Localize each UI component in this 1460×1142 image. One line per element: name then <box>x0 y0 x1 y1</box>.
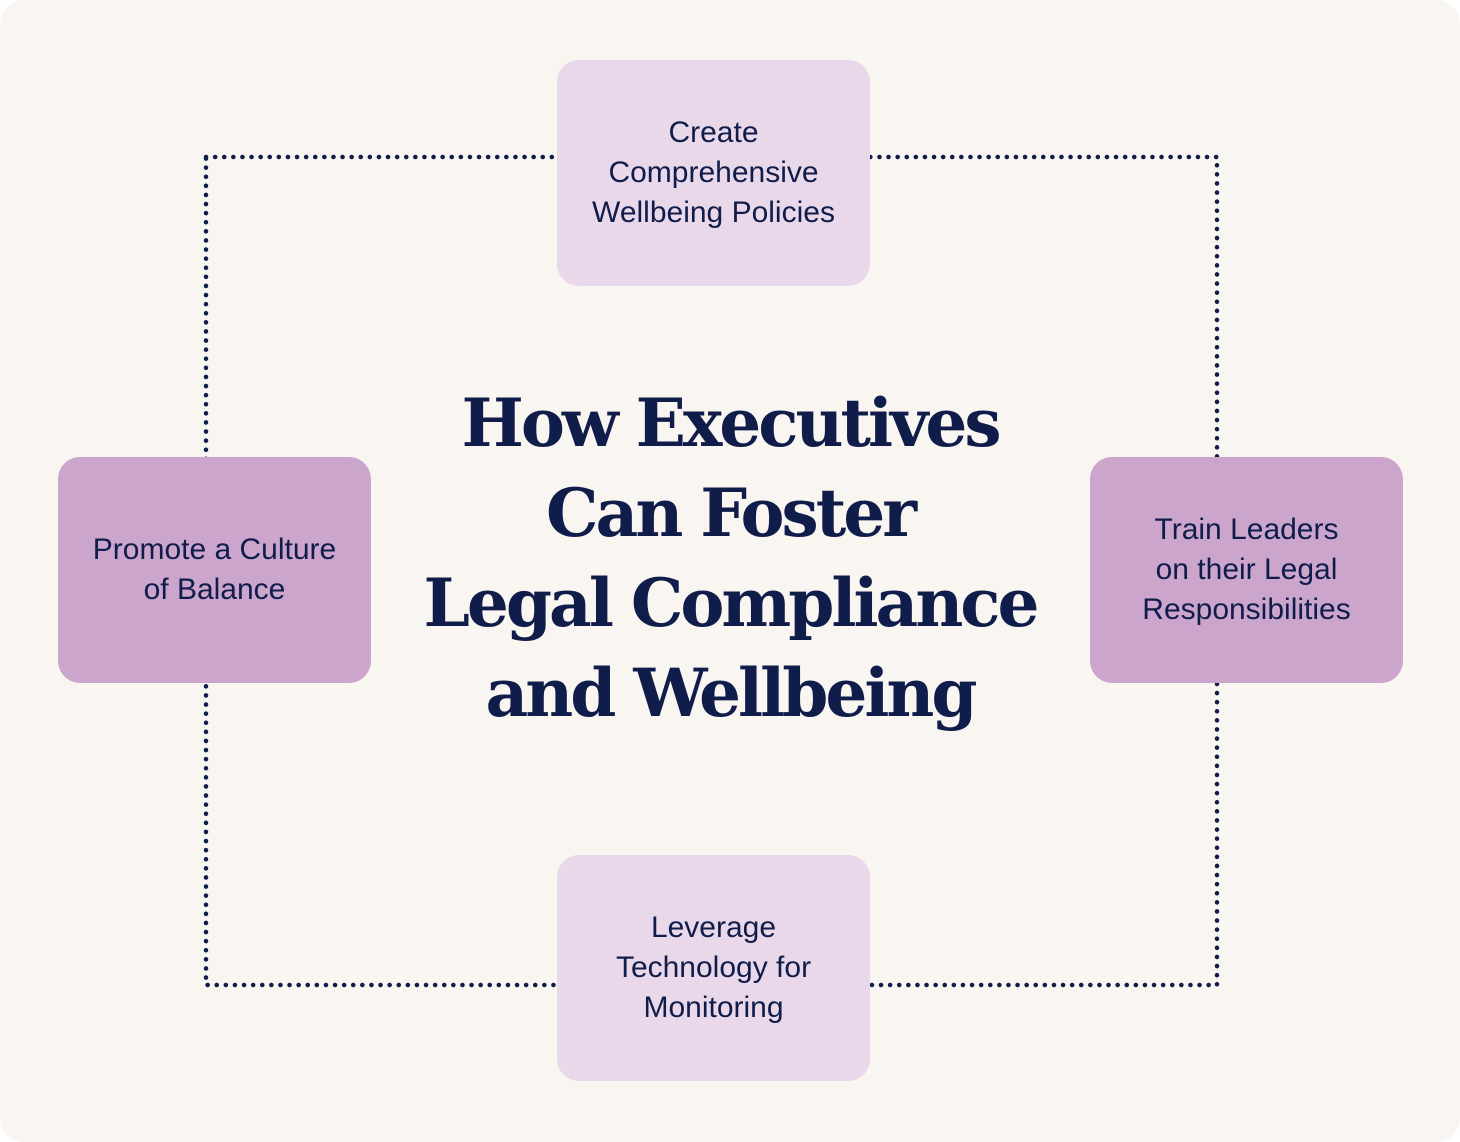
title-line: How Executives <box>461 384 1001 462</box>
diagram-title: How Executives Can Foster Legal Complian… <box>380 378 1080 738</box>
node-label: Technology for <box>615 951 812 984</box>
node-label: Leverage <box>650 911 777 944</box>
node-label: Train Leaders <box>1154 513 1339 546</box>
title-line: and Wellbeing <box>485 654 977 732</box>
title-line: Can Foster <box>546 474 917 552</box>
node-label: of Balance <box>143 573 286 606</box>
node-label: Monitoring <box>643 991 784 1024</box>
title-line: Legal Compliance <box>423 564 1040 642</box>
node-create-policies: Create Comprehensive Wellbeing Policies <box>557 60 870 286</box>
node-label: on their Legal <box>1155 553 1338 586</box>
node-label: Wellbeing Policies <box>592 196 835 229</box>
node-label: Responsibilities <box>1142 593 1351 626</box>
node-train-leaders: Train Leaders on their Legal Responsibil… <box>1090 457 1403 683</box>
node-label: Promote a Culture <box>92 533 337 566</box>
node-promote-balance: Promote a Culture of Balance <box>58 457 371 683</box>
node-label: Create <box>668 116 759 149</box>
node-leverage-technology: Leverage Technology for Monitoring <box>557 855 870 1081</box>
node-label: Comprehensive <box>608 156 819 189</box>
